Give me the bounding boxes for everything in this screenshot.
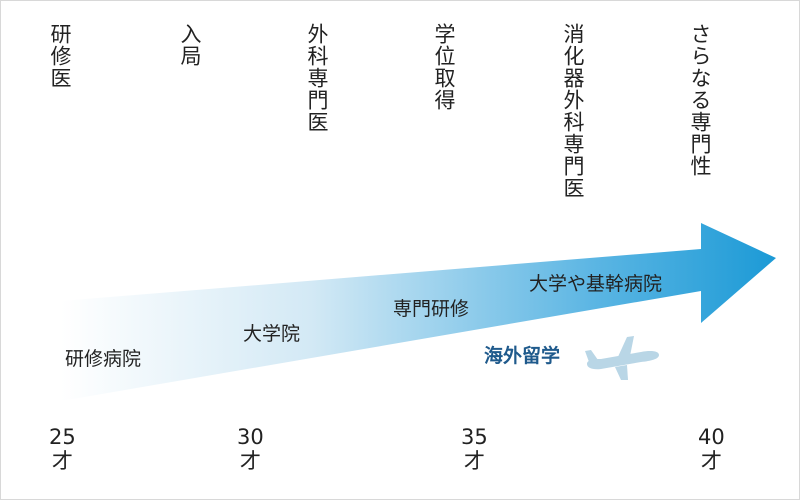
stage-graduate-school: 大学院: [243, 323, 301, 345]
age-unit: 才: [463, 449, 485, 474]
age-30: 30 才: [237, 425, 264, 473]
airplane-icon: [585, 336, 659, 380]
milestone-degree: 学位取得: [432, 23, 456, 111]
age-35: 35 才: [461, 425, 488, 473]
age-unit: 才: [239, 449, 261, 474]
age-value: 25: [49, 425, 76, 449]
milestone-gi-surgery-specialist: 消化器外科専門医: [561, 23, 585, 199]
age-unit: 才: [700, 449, 722, 474]
study-abroad-label: 海外留学: [484, 345, 561, 367]
age-40: 40 才: [698, 425, 725, 473]
age-value: 40: [698, 425, 725, 449]
age-25: 25 才: [49, 425, 76, 473]
age-value: 35: [461, 425, 488, 449]
milestone-joining: 入局: [178, 23, 202, 67]
stage-training-hospital: 研修病院: [65, 348, 142, 370]
age-value: 30: [237, 425, 264, 449]
age-unit: 才: [51, 449, 73, 474]
milestone-surgery-specialist: 外科専門医: [305, 23, 329, 133]
stage-specialty-training: 専門研修: [393, 298, 470, 320]
milestone-resident: 研修医: [48, 23, 72, 89]
stage-university-hospital: 大学や基幹病院: [529, 273, 663, 295]
milestone-further-specialty: さらなる専門性: [688, 23, 712, 177]
